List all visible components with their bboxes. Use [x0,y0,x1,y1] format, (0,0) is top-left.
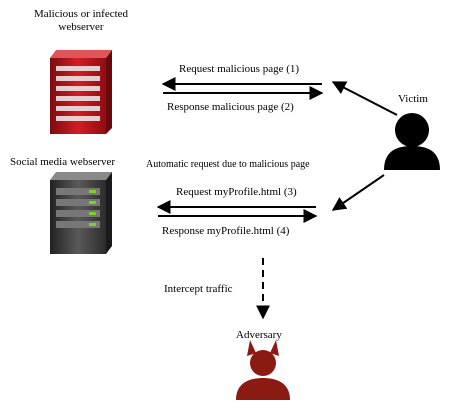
request-profile-label: Request myProfile.html (3) [176,186,297,198]
social-server-label: Social media webserver [10,156,116,168]
victim-icon [384,113,440,170]
social-server-icon [50,172,112,254]
response-profile-label: Response myProfile.html (4) [162,225,290,237]
request-malicious-label: Request malicious page (1) [179,63,300,75]
response-malicious-label: Response malicious page (2) [167,101,294,113]
intercept-label: Intercept traffic [164,283,233,295]
victim-to-bottom-box-arrow [331,174,385,211]
victim-to-top-box-arrow [331,81,398,116]
malicious-server-icon [50,50,112,134]
adversary-icon [236,340,290,400]
adversary-label: Adversary [236,329,282,341]
victim-label: Victim [398,93,428,105]
malicious-server-label-text: Malicious or infected webserver [33,8,129,33]
malicious-server-label: Malicious or infected webserver [16,8,146,34]
automatic-request-caption: Automatic request due to malicious page [146,159,310,170]
